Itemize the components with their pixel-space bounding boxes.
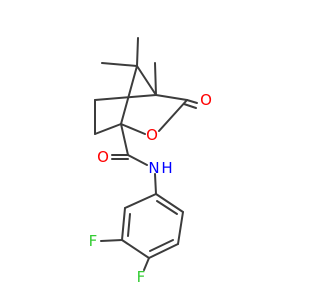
bond-c6-c1 (94, 123, 122, 135)
bond-c7-c4 (136, 65, 157, 96)
bond-skeleton (94, 37, 198, 271)
bond-ar6-ar1 (155, 193, 184, 213)
bond-c4-c5 (94, 94, 157, 101)
bond-ar4-f (143, 257, 150, 271)
bond-c3-o2 (158, 99, 188, 132)
bond-ar5-ar6 (177, 211, 184, 245)
bond-n-aryl (154, 173, 157, 195)
bond-camide-n (127, 154, 148, 166)
bond-c4-methyl (154, 62, 157, 96)
bond-o2-c1 (120, 123, 146, 135)
atom-o-amide: O (97, 148, 109, 166)
atom-o-ring: O (146, 126, 158, 144)
bond-c3-o-double-b (183, 103, 197, 109)
bond-c3-o-double-a (186, 99, 198, 104)
bond-ar2-ar3-inner (127, 213, 131, 237)
bond-ar3-f (100, 239, 123, 242)
bond-c1-camide (120, 123, 129, 156)
bond-ar2-ar3 (121, 207, 126, 241)
atom-labels: O O O N H F F (89, 91, 212, 286)
bond-c7-me1 (101, 62, 138, 67)
bond-ar6-ar1-inner (156, 200, 178, 215)
bond-c7-me2 (136, 37, 139, 67)
bond-ar1-ar2 (124, 193, 157, 209)
atom-f-3: F (89, 232, 98, 250)
atom-h-amide: H (161, 159, 172, 177)
atom-f-4: F (137, 268, 146, 286)
bond-c7-c1 (120, 65, 138, 125)
atom-o-carbonyl-lactone: O (200, 91, 212, 109)
bond-ar3-ar4 (121, 239, 150, 259)
bond-c4-c3 (155, 94, 188, 101)
bond-ar4-ar5 (148, 243, 179, 259)
bond-ar4-ar5-inner (149, 239, 174, 252)
atom-n-amide: N (148, 159, 159, 177)
molecule-diagram: O O O N H F F (89, 37, 212, 286)
